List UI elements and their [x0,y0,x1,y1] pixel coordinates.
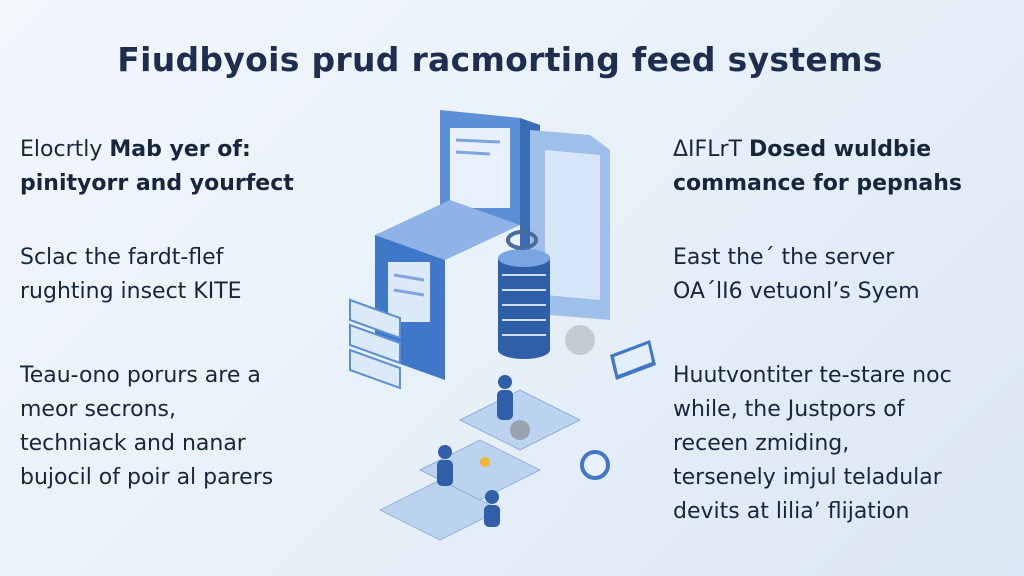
right-point-3: Huutvontiter te-stare noc while, the Jus… [673,359,952,529]
left-point-3: Teau-ono porurs are a meor secrons, tech… [20,359,273,495]
text: OA´lI6 vetuonl’s Syem [673,279,920,304]
clock-icon [580,450,610,480]
gear-icon [565,325,595,355]
text: bujocil of poir al parers [20,465,274,490]
text: meor secrons, [20,397,176,422]
page-title: Fiudbyois prud racmorting feed systems [117,40,883,79]
status-dot [480,457,490,467]
text-bold: commance for pepnahs [673,171,963,196]
tablet-device [610,340,656,380]
text: tersenely imjul teladular [673,465,942,490]
text: techniack and nanar [20,431,246,456]
drawer-stack [349,298,401,390]
text: Huutvontiter te-stare noc [673,363,952,388]
text: Sclac the fardt-flef [20,245,224,270]
text: rughting insect KITE [20,279,242,304]
text: East the´ the server [673,245,895,270]
text: ΔIFLrT [673,137,749,162]
text-bold: pinityorr and yourfect [20,171,294,196]
gear-icon [510,420,530,440]
database-cylinder [498,230,550,359]
text: Teau-ono porurs are a [20,363,261,388]
text-bold: Dosed wuldbie [748,137,932,162]
text-bold: Mab yer of: [109,137,251,162]
left-point-1: Elocrtly Mab yer of: pinityorr and yourf… [20,133,294,201]
right-point-1: ΔIFLrT Dosed wuldbie commance for pepnah… [673,133,962,201]
floor-platform [378,389,582,541]
text: Elocrtly [20,137,110,162]
right-point-2: East the´ the server OA´lI6 vetuonl’s Sy… [673,241,920,309]
text: receen zmiding, [673,431,850,456]
left-point-2: Sclac the fardt-flef rughting insect KIT… [20,241,242,309]
person-figure [437,375,513,527]
text: devits at lilia’ flijation [673,499,910,524]
text: while, the Justpors of [673,397,905,422]
